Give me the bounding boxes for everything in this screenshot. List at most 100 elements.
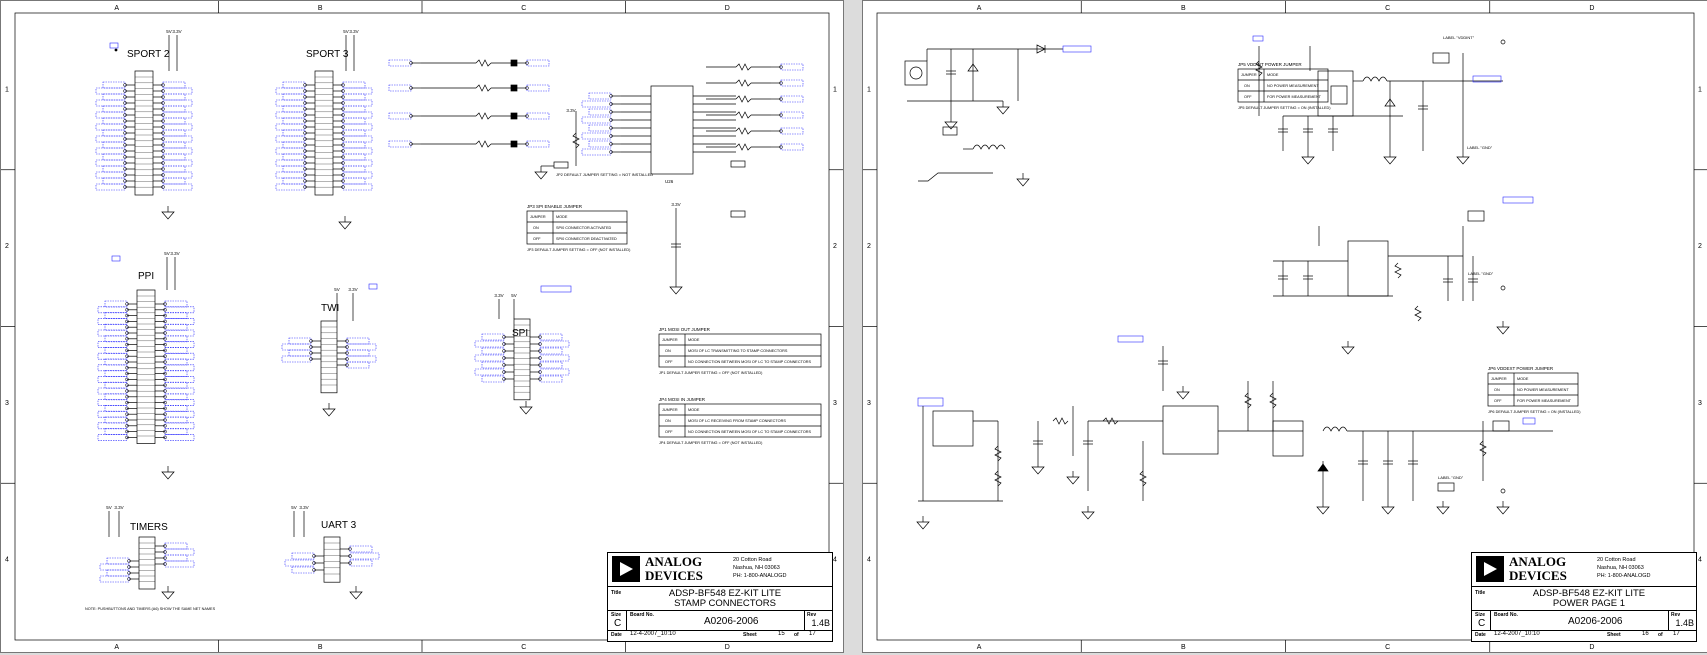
net-label xyxy=(164,335,188,343)
net-label xyxy=(97,376,128,383)
zone-col-label: B xyxy=(318,5,323,12)
ground-icon xyxy=(349,591,363,600)
table-title: JP6 VDDEXT POWER JUMPER xyxy=(1488,366,1554,371)
net-label xyxy=(102,117,126,125)
pin-icon xyxy=(163,424,167,428)
table-title: JP3 SPI ENABLE JUMPER xyxy=(527,204,583,209)
ground-icon xyxy=(1301,156,1315,165)
net-label xyxy=(368,283,378,290)
zone-col-label: D xyxy=(725,5,730,12)
pin-icon xyxy=(125,319,129,324)
pin-icon xyxy=(125,377,129,382)
zone-row-label: 4 xyxy=(833,557,837,564)
ground-icon xyxy=(322,408,336,417)
date-row: Date 12-4-2007_10:10 Sheet 16 of 17 xyxy=(1472,631,1696,640)
rail-label: 3.3V xyxy=(299,505,308,510)
net-label xyxy=(97,364,128,372)
net-label xyxy=(99,575,130,583)
net-label xyxy=(780,111,804,119)
zone-col-label: A xyxy=(977,644,982,651)
net-label xyxy=(164,341,195,348)
pin-icon xyxy=(161,149,165,153)
pin-icon xyxy=(303,167,307,171)
table-cell: MOSI OF LC TRANSMITTING TO STAMP CONNECT… xyxy=(688,349,788,353)
net-label xyxy=(104,312,128,319)
net-label xyxy=(106,569,130,577)
table-header: JUMPER xyxy=(662,408,678,412)
address-line2: Nashua, NH 03063 xyxy=(1597,565,1644,571)
net-label xyxy=(388,140,412,148)
net-label xyxy=(164,387,195,395)
pin-icon xyxy=(312,568,316,572)
net-label xyxy=(588,140,612,148)
net-label xyxy=(342,93,366,101)
net-label xyxy=(162,105,186,113)
pin-icon xyxy=(525,114,529,118)
table-title: JP5 VDDINT POWER JUMPER xyxy=(1238,62,1302,67)
pin-icon xyxy=(502,335,506,339)
pin-icon xyxy=(303,95,307,99)
net-label xyxy=(164,312,188,319)
pin-icon xyxy=(341,137,345,141)
net-label xyxy=(588,124,612,132)
table-header: JUMPER xyxy=(662,338,678,342)
net-label xyxy=(282,81,306,89)
ground-icon xyxy=(1316,506,1330,515)
net-label xyxy=(162,111,193,119)
net-label-gnd: LABEL "GND" xyxy=(1438,475,1464,480)
rail-label: 5V xyxy=(164,251,170,256)
board-label: Board No. xyxy=(1494,612,1518,618)
net-label xyxy=(1522,417,1536,425)
table-cell: NO CONNECTION BETWEEN MOSI OF LC TO STAM… xyxy=(688,430,812,434)
table-header: JUMPER xyxy=(1491,377,1507,381)
net-label xyxy=(164,306,195,314)
zone-col-label: B xyxy=(1181,644,1186,651)
pin-icon xyxy=(127,565,131,569)
net-label xyxy=(539,340,570,348)
net-label xyxy=(162,153,186,161)
net-label xyxy=(342,99,373,107)
size-value: C xyxy=(614,618,622,629)
pin-icon xyxy=(303,89,307,93)
pin-icon xyxy=(161,125,165,129)
pin-icon xyxy=(609,118,613,122)
pin-icon xyxy=(123,143,127,147)
inductor-icon xyxy=(1322,426,1348,432)
divider xyxy=(1668,611,1669,630)
ground-icon xyxy=(338,221,352,230)
resistor-icon xyxy=(572,132,580,149)
net-label xyxy=(275,87,306,95)
net-label xyxy=(526,84,550,92)
net-label xyxy=(346,361,370,369)
net-label xyxy=(162,147,193,155)
pin-icon xyxy=(163,389,167,393)
pin-icon xyxy=(161,179,165,183)
net-label xyxy=(474,340,505,348)
pin-icon xyxy=(502,342,506,346)
ground-icon xyxy=(534,171,548,180)
net-label xyxy=(164,370,188,377)
ground-icon xyxy=(1341,346,1355,355)
pin-icon xyxy=(163,354,167,358)
table-note: JP3 DEFAULT JUMPER SETTING = OFF (NOT IN… xyxy=(527,248,631,252)
pin-icon xyxy=(161,167,165,171)
test-connector xyxy=(1437,482,1455,492)
net-label xyxy=(539,347,563,355)
net-label xyxy=(581,132,612,140)
ic-ref: U26 xyxy=(665,179,674,184)
pin-icon xyxy=(123,113,127,117)
net-label xyxy=(97,387,128,395)
table-cell: OFF xyxy=(665,360,673,364)
net-label xyxy=(97,306,128,314)
rail-label: 3.3V xyxy=(494,293,503,298)
pin-icon xyxy=(123,185,127,189)
ground-icon xyxy=(1381,506,1395,515)
net-label xyxy=(342,171,373,179)
net-label xyxy=(281,343,312,351)
pin-icon xyxy=(161,131,165,135)
divider xyxy=(626,611,627,630)
pin-icon xyxy=(309,345,313,349)
